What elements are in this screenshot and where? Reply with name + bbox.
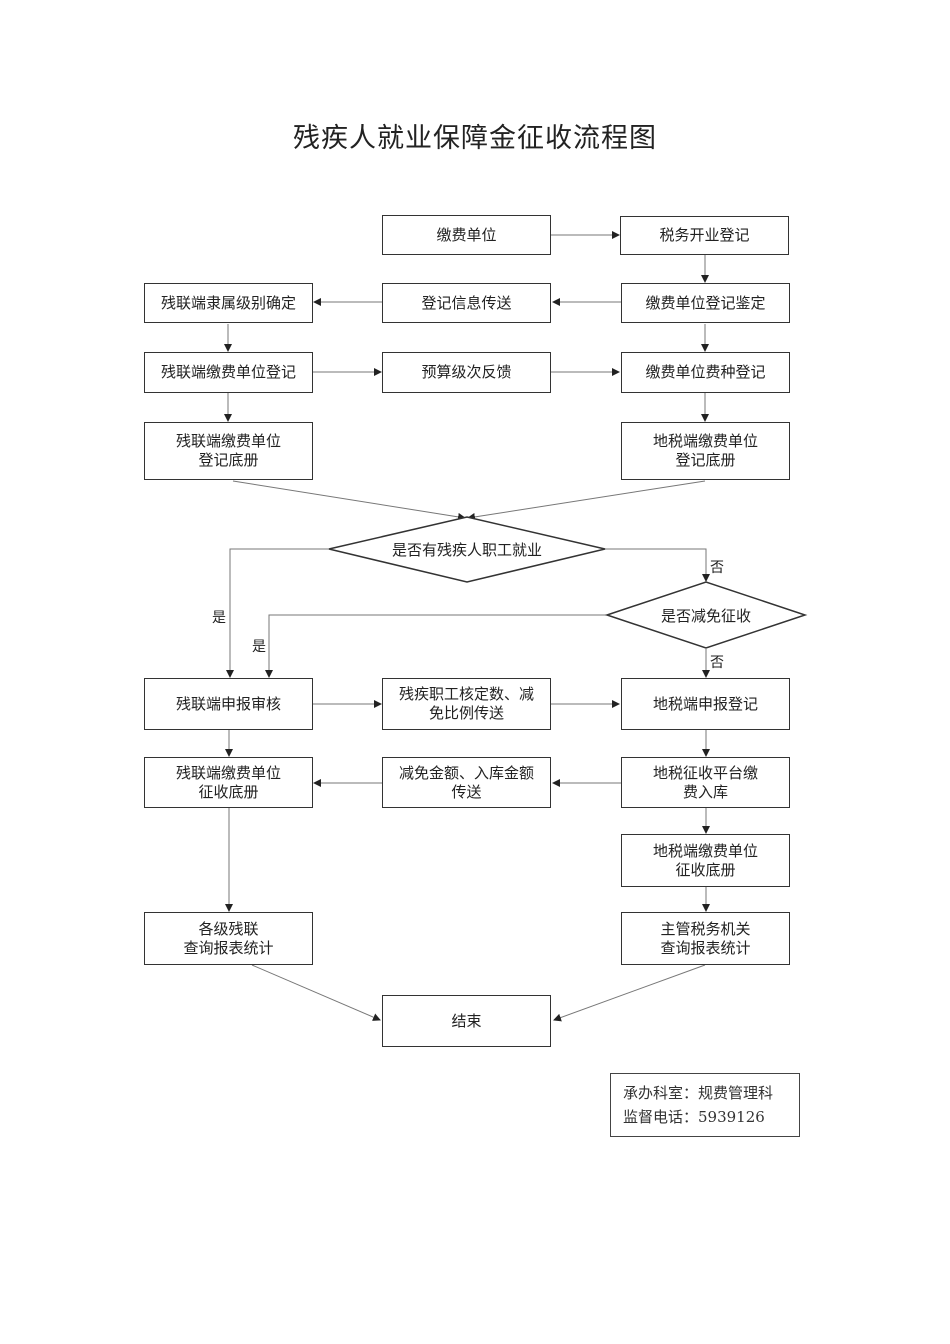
node-payer-fee-type-registration: 缴费单位费种登记 bbox=[621, 352, 790, 393]
node-amount-transfer: 减免金额、入库金额 传送 bbox=[382, 757, 551, 808]
node-tax-declaration-registration: 地税端申报登记 bbox=[621, 678, 790, 730]
decision-disabled-employment: 是否有残疾人职工就业 bbox=[391, 541, 542, 559]
node-employee-ratio-transfer: 残疾职工核定数、减 免比例传送 bbox=[382, 678, 551, 730]
node-tax-platform-payment: 地税征收平台缴 费入库 bbox=[621, 757, 790, 808]
node-payer-unit: 缴费单位 bbox=[382, 215, 551, 255]
node-dpf-query-stats: 各级残联 查询报表统计 bbox=[144, 912, 313, 965]
node-end: 结束 bbox=[382, 995, 551, 1047]
node-tax-collection-ledger: 地税端缴费单位 征收底册 bbox=[621, 834, 790, 887]
footer-phone: 监督电话：5939126 bbox=[623, 1108, 765, 1126]
node-dpf-collection-ledger: 残联端缴费单位 征收底册 bbox=[144, 757, 313, 808]
arrow-decision1-yes bbox=[226, 548, 329, 678]
arrow-tax-query-to-end bbox=[553, 964, 706, 1022]
decision-reduction-shape bbox=[604, 581, 808, 649]
node-tax-registration: 税务开业登记 bbox=[620, 216, 789, 255]
arrow-dpf-query-to-end bbox=[251, 964, 381, 1021]
arrow-tax-ledger-to-decision bbox=[467, 480, 706, 521]
node-dpf-payer-registration: 残联端缴费单位登记 bbox=[144, 352, 313, 393]
arrow-decision1-no bbox=[605, 548, 710, 582]
footer-department: 承办科室：规费管理科 bbox=[623, 1084, 774, 1102]
node-registration-info-transfer: 登记信息传送 bbox=[382, 283, 551, 323]
page-title: 残疾人就业保障金征收流程图 bbox=[293, 123, 657, 154]
decision-disabled-employment-shape bbox=[328, 516, 606, 583]
node-tax-registration-ledger: 地税端缴费单位 登记底册 bbox=[621, 422, 790, 480]
edge-label-no-1: 否 bbox=[710, 560, 724, 576]
edge-label-yes-2: 是 bbox=[252, 639, 266, 655]
arrow-decision2-yes bbox=[265, 614, 607, 678]
node-dpf-affiliation-level: 残联端隶属级别确定 bbox=[144, 283, 313, 323]
node-budget-level-feedback: 预算级次反馈 bbox=[382, 352, 551, 393]
edge-label-no-2: 否 bbox=[710, 655, 724, 671]
arrow-dpf-ledger-to-decision bbox=[232, 480, 466, 521]
edge-label-yes-1: 是 bbox=[212, 610, 226, 626]
node-tax-authority-query-stats: 主管税务机关 查询报表统计 bbox=[621, 912, 790, 965]
decision-reduction: 是否减免征收 bbox=[660, 607, 751, 625]
footer-contact-box: 承办科室：规费管理科 监督电话：5939126 bbox=[610, 1073, 800, 1137]
node-dpf-registration-ledger: 残联端缴费单位 登记底册 bbox=[144, 422, 313, 480]
node-payer-registration-appraisal: 缴费单位登记鉴定 bbox=[621, 283, 790, 323]
node-dpf-declaration-review: 残联端申报审核 bbox=[144, 678, 313, 730]
